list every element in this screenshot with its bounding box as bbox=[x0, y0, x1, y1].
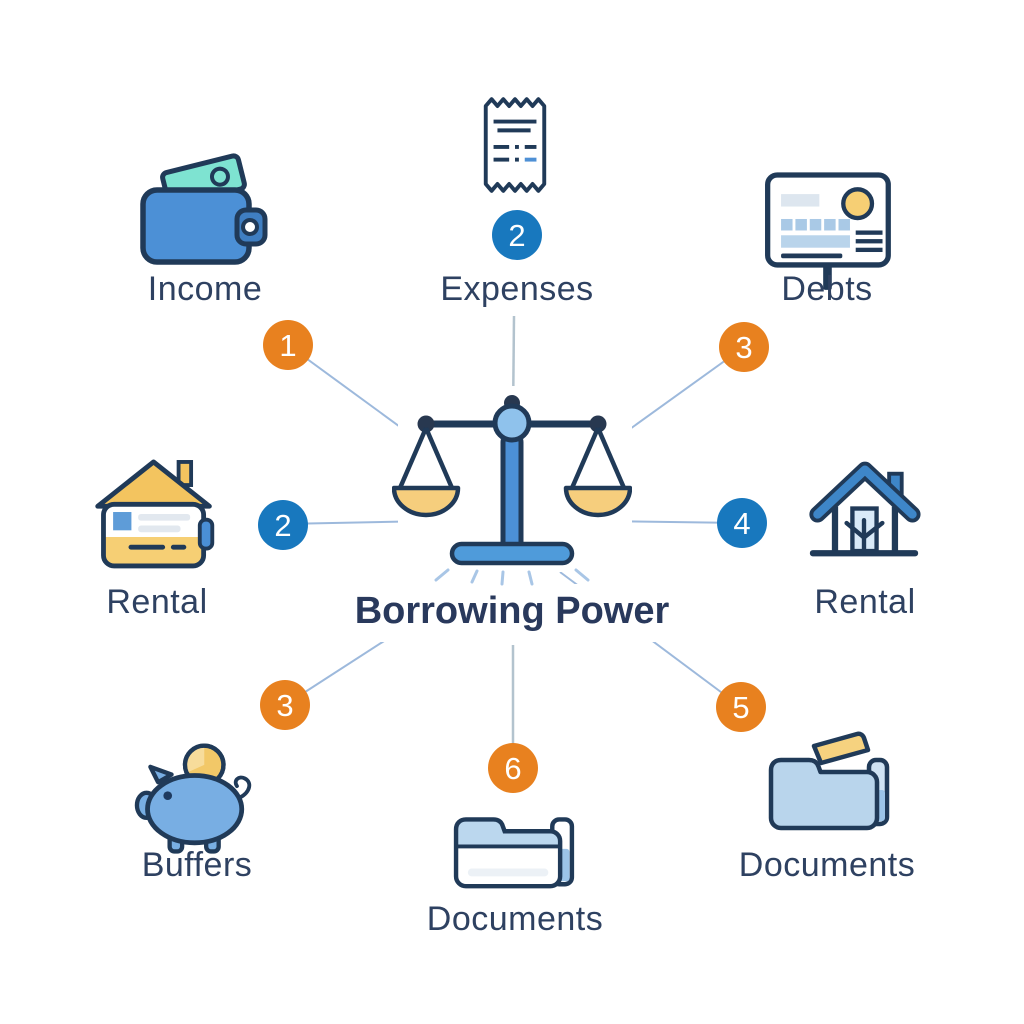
expenses-badge: 2 bbox=[492, 210, 542, 260]
wallet-icon bbox=[133, 148, 273, 273]
center-title: Borrowing Power bbox=[354, 590, 670, 632]
documents-bottom-label: Documents bbox=[426, 900, 604, 938]
rental-left-label: Rental bbox=[106, 583, 208, 621]
house-icon bbox=[806, 448, 922, 570]
house-card-icon bbox=[90, 450, 220, 575]
rental-right-label: Rental bbox=[814, 583, 916, 621]
title-backdrop bbox=[350, 584, 674, 642]
folder-paper-icon bbox=[757, 726, 897, 838]
receipt-icon bbox=[476, 92, 554, 198]
income-label: Income bbox=[147, 270, 263, 308]
expenses-label: Expenses bbox=[440, 270, 594, 308]
piggy-bank-icon bbox=[133, 738, 263, 863]
debts-label: Debts bbox=[781, 270, 873, 308]
rental-left-badge: 2 bbox=[258, 500, 308, 550]
balance-scale-icon bbox=[392, 390, 632, 586]
folder-icon bbox=[443, 790, 583, 898]
step-1-badge: 1 bbox=[263, 320, 313, 370]
step-3-top-badge: 3 bbox=[719, 322, 769, 372]
buffers-badge: 3 bbox=[260, 680, 310, 730]
buffers-label: Buffers bbox=[141, 846, 253, 884]
rental-right-badge: 4 bbox=[717, 498, 767, 548]
documents-right-label: Documents bbox=[738, 846, 916, 884]
documents-bottom-badge: 6 bbox=[488, 743, 538, 793]
card-board-icon bbox=[760, 164, 894, 296]
documents-right-badge: 5 bbox=[716, 682, 766, 732]
